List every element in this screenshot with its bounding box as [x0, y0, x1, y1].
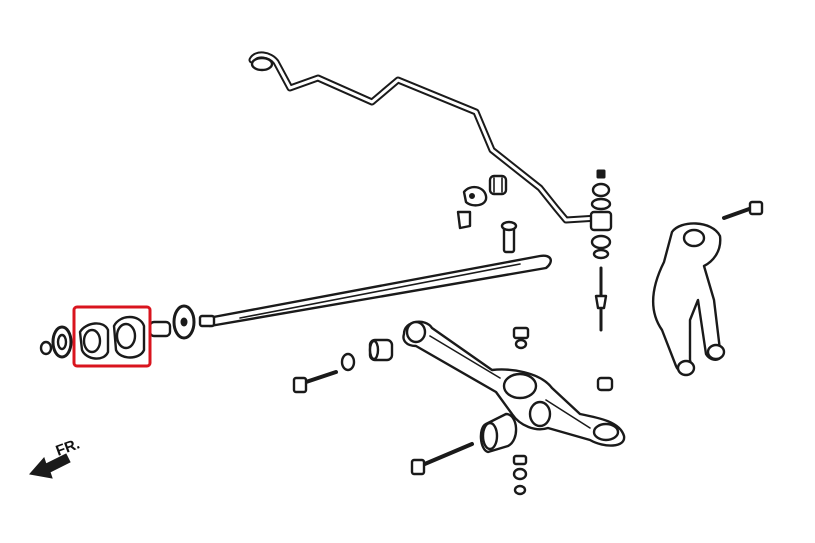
stabilizer-bushing: [488, 174, 508, 196]
ball-joint-nut: [512, 326, 530, 350]
control-arm-rear-bushing: [479, 412, 518, 454]
upper-bolt: [722, 200, 764, 220]
direction-label: FR.: [54, 436, 83, 460]
radius-rod-bolt: [500, 220, 518, 254]
front-direction-indicator: FR.: [29, 436, 83, 479]
stabilizer-bracket: [456, 185, 488, 230]
steering-knuckle: [651, 222, 726, 377]
rear-bushing-bolt: [410, 442, 474, 476]
lower-control-arm: [402, 320, 626, 447]
front-bushing-bolt: [292, 352, 356, 394]
front-arrow-icon: [29, 453, 71, 479]
control-arm-front-bushing: [368, 338, 394, 362]
stabilizer-link-assembly: [589, 169, 613, 332]
highlight-box: [72, 305, 152, 368]
radius-rod: [198, 254, 552, 328]
rear-bushing-nut: [596, 376, 614, 392]
lower-fastener-stack: [512, 454, 528, 496]
radius-rod-bushing-kit: [39, 304, 196, 360]
stabilizer-bar: [248, 51, 602, 224]
